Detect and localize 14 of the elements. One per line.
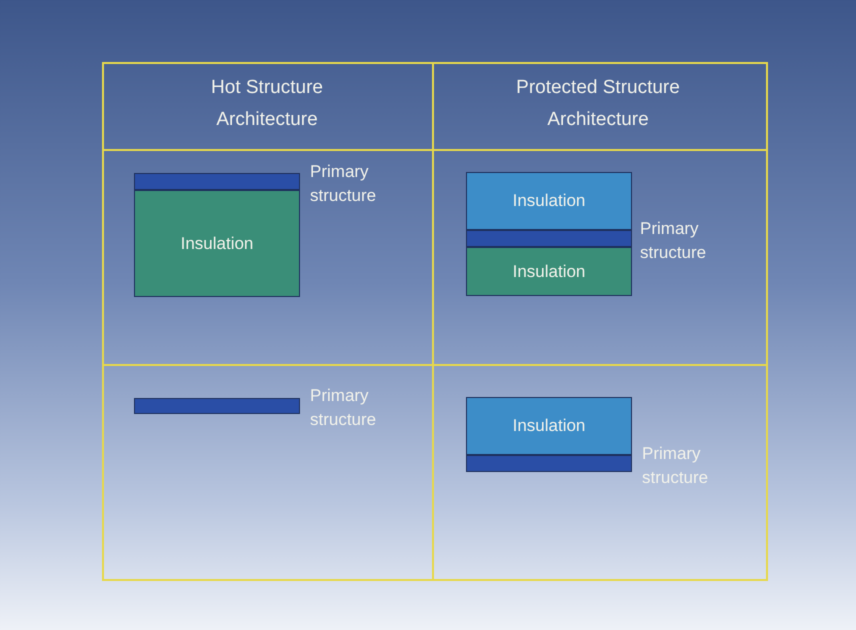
structure-layer-bar [134, 173, 300, 190]
insulation-layer: Insulation [466, 172, 632, 230]
insulation-layer: Insulation [466, 397, 632, 455]
part-label: Primary structure [642, 443, 710, 489]
structure-layer-bar [466, 230, 632, 247]
column-header: Hot Structure Architecture [210, 76, 324, 132]
insulation-layer: Insulation [134, 190, 300, 297]
structure-layer-bar [134, 398, 300, 414]
part-label: Primary structure [310, 385, 378, 431]
column-header: Protected Structure Architecture [515, 76, 681, 132]
part-label: Primary structure [310, 161, 378, 207]
structure-layer-bar [466, 455, 632, 472]
insulation-layer: Insulation [466, 247, 632, 296]
part-label: Primary structure [640, 218, 708, 264]
